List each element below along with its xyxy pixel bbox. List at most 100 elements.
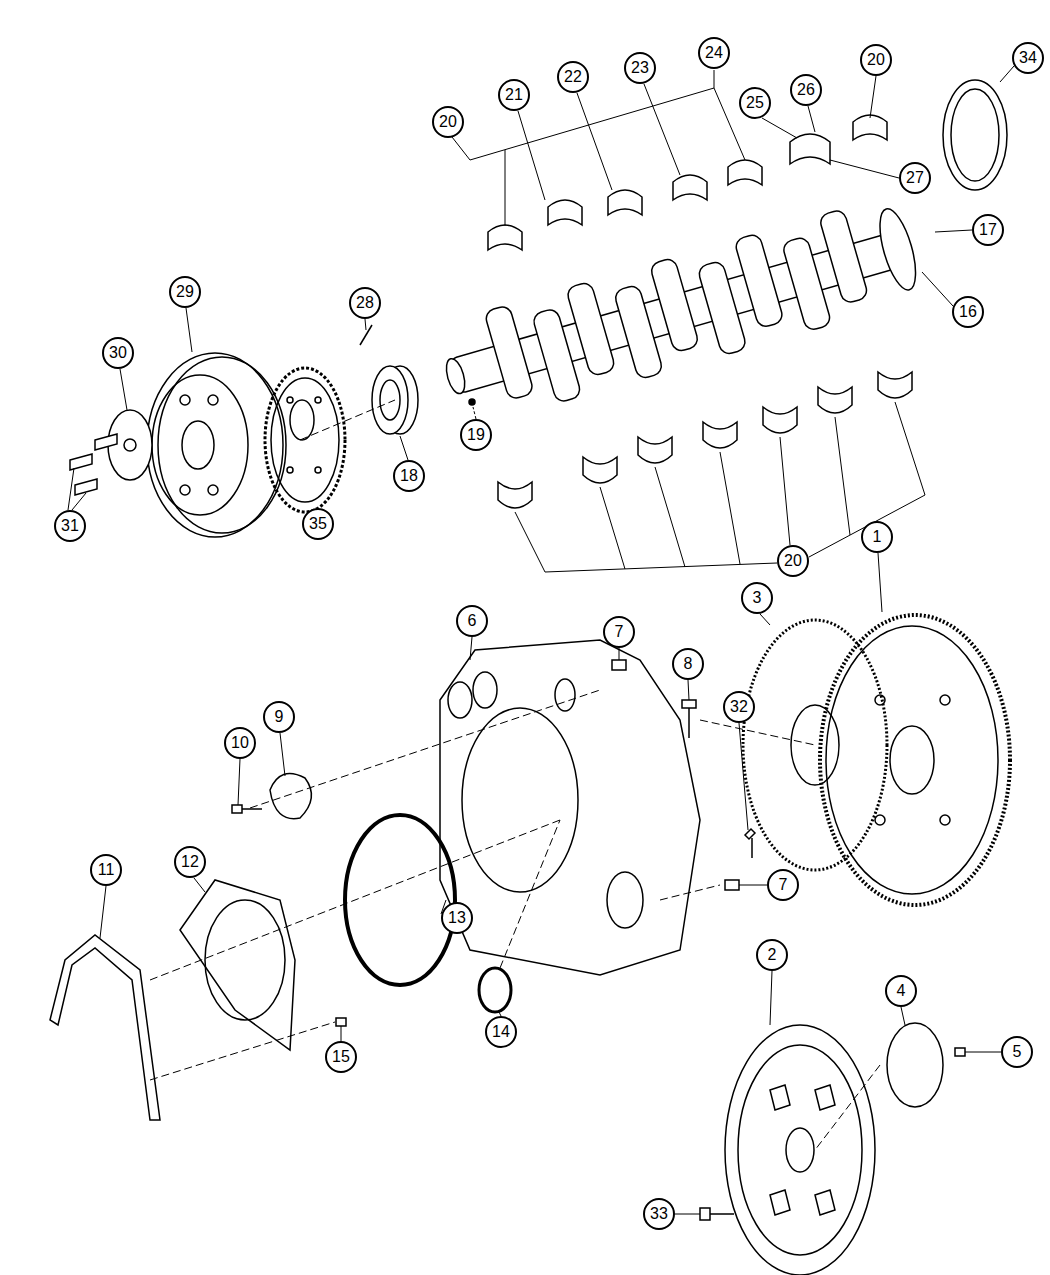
- callout-number: 24: [705, 45, 723, 61]
- callout-number: 31: [61, 518, 79, 534]
- vibration-damper: [147, 353, 286, 537]
- callout-circle: 9: [263, 701, 295, 733]
- callout-circle: 21: [498, 79, 530, 111]
- flywheel: [820, 615, 1010, 905]
- callout-number: 3: [753, 590, 762, 606]
- cover-plate: [270, 774, 311, 819]
- callout-circle: 25: [739, 87, 771, 119]
- flexplate: [743, 620, 887, 870]
- callout-circle: 35: [302, 508, 334, 540]
- callout-circle: 2: [756, 939, 788, 971]
- rear-seal: [943, 80, 1007, 190]
- callout-circle: 33: [643, 1198, 675, 1230]
- o-ring: [479, 968, 511, 1012]
- gasket: [50, 935, 160, 1120]
- callout-number: 27: [906, 170, 924, 186]
- callout-circle: 8: [672, 648, 704, 680]
- callout-circle: 6: [456, 605, 488, 637]
- callout-number: 7: [779, 877, 788, 893]
- callout-number: 15: [332, 1049, 350, 1065]
- callout-circle: 10: [224, 727, 256, 759]
- dowel: [725, 880, 739, 890]
- callout-number: 11: [98, 862, 115, 878]
- callout-number: 35: [309, 516, 327, 532]
- dowel: [612, 660, 626, 670]
- callout-circle: 18: [393, 460, 425, 492]
- callout-circle: 11: [90, 854, 122, 886]
- callout-circle: 4: [885, 975, 917, 1007]
- callout-circle: 28: [349, 287, 381, 319]
- callout-number: 20: [867, 52, 885, 68]
- callout-number: 6: [468, 613, 477, 629]
- bolt: [682, 700, 696, 738]
- callout-circle: 29: [169, 276, 201, 308]
- bolt: [336, 1018, 346, 1026]
- callout-number: 21: [505, 87, 523, 103]
- callout-number: 17: [979, 222, 997, 238]
- callout-number: 34: [1019, 50, 1037, 66]
- callout-number: 7: [615, 624, 624, 640]
- callout-circle: 20: [432, 106, 464, 138]
- callout-number: 1: [873, 529, 882, 545]
- callout-number: 2: [768, 947, 777, 963]
- callout-number: 9: [275, 709, 284, 725]
- callout-number: 13: [448, 910, 466, 926]
- callout-number: 19: [467, 427, 485, 443]
- callout-circle: 27: [899, 162, 931, 194]
- callout-circle: 17: [972, 214, 1004, 246]
- callout-number: 14: [492, 1024, 510, 1040]
- callout-number: 23: [631, 60, 649, 76]
- bolt: [232, 805, 262, 813]
- callout-circle: 14: [485, 1016, 517, 1048]
- callout-circle: 5: [1001, 1036, 1033, 1068]
- callout-number: 32: [730, 699, 748, 715]
- bolt: [745, 829, 755, 858]
- crankshaft: [433, 194, 926, 431]
- callout-circle: 20: [777, 545, 809, 577]
- callout-circle: 31: [54, 510, 86, 542]
- callout-circle: 13: [441, 902, 473, 934]
- callout-number: 5: [1013, 1044, 1022, 1060]
- callout-number: 16: [959, 304, 977, 320]
- callout-circle: 15: [325, 1041, 357, 1073]
- callout-number: 8: [684, 656, 693, 672]
- callout-circle: 23: [624, 52, 656, 84]
- callout-number: 33: [650, 1206, 668, 1222]
- callout-circle: 7: [767, 869, 799, 901]
- callout-circle: 7: [603, 616, 635, 648]
- callout-circle: 32: [723, 691, 755, 723]
- callout-circle: 26: [790, 74, 822, 106]
- seal-ring: [345, 815, 455, 985]
- callout-circle: 24: [698, 37, 730, 69]
- callout-circle: 19: [460, 419, 492, 451]
- flywheel-housing: [440, 640, 700, 975]
- callout-circle: 16: [952, 296, 984, 328]
- callout-number: 4: [897, 983, 906, 999]
- callout-number: 25: [746, 95, 764, 111]
- adapter-plate: [887, 1023, 943, 1107]
- assembly-lines: [150, 400, 880, 1150]
- callout-circle: 34: [1012, 42, 1044, 74]
- callout-number: 10: [231, 735, 249, 751]
- callout-number: 29: [176, 284, 194, 300]
- callout-number: 12: [181, 854, 199, 870]
- callout-number: 26: [797, 82, 815, 98]
- callout-circle: 3: [741, 582, 773, 614]
- callout-circle: 1: [861, 521, 893, 553]
- bolt: [955, 1048, 965, 1056]
- callout-number: 30: [109, 345, 127, 361]
- damper-hub: [70, 410, 152, 495]
- callout-number: 22: [564, 69, 582, 85]
- callout-circle: 30: [102, 337, 134, 369]
- callout-number: 18: [400, 468, 418, 484]
- key: [469, 399, 475, 405]
- leader-lines: [68, 66, 1014, 1214]
- callout-number: 28: [356, 295, 374, 311]
- callout-circle: 12: [174, 846, 206, 878]
- callout-circle: 20: [860, 44, 892, 76]
- bolt: [700, 1208, 734, 1220]
- callout-number: 20: [439, 114, 457, 130]
- flexplate-2: [725, 1025, 875, 1275]
